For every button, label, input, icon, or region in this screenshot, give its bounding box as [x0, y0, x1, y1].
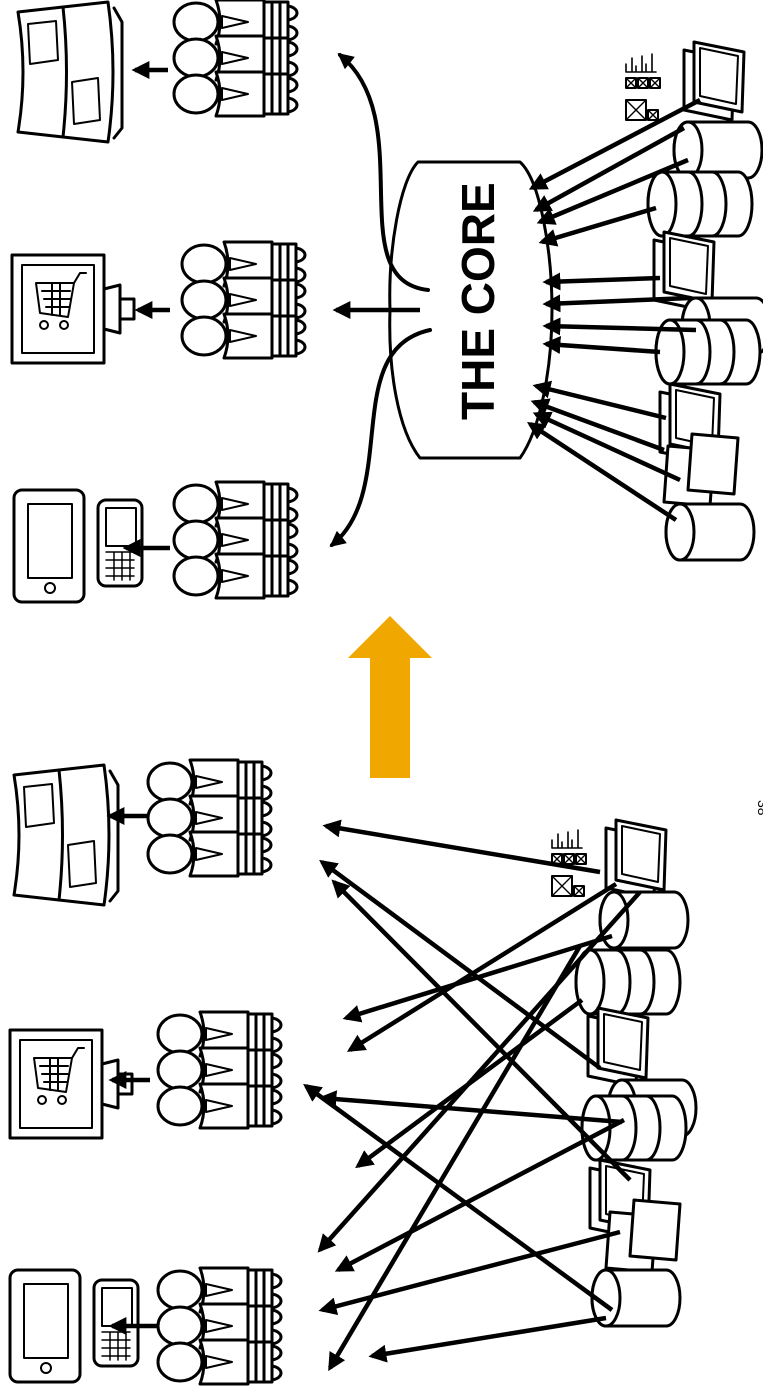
page-number: 38 — [755, 800, 763, 816]
catalog-icon — [12, 763, 120, 907]
system-to-core-arrow — [542, 336, 661, 355]
customer-group-icon — [182, 242, 305, 358]
point-to-point-architecture — [8, 760, 698, 1384]
point-to-point-arrow — [328, 944, 582, 1372]
customer-group-icon — [158, 1012, 281, 1128]
point-to-point-arrow — [317, 890, 642, 1253]
point-to-point-arrow — [346, 882, 618, 1052]
core-to-people-arrow — [337, 52, 430, 292]
point-to-point-arrow — [342, 933, 613, 1023]
point-to-point-arrow — [334, 1118, 626, 1272]
catalog-icon — [16, 0, 124, 144]
customer-group-icon — [158, 1268, 281, 1384]
point-to-point-arrow — [319, 859, 602, 1070]
system-to-core-arrow — [538, 205, 657, 247]
system-to-core-arrow — [532, 126, 686, 212]
system-to-core-arrow — [532, 380, 667, 421]
system-to-core-arrow — [542, 317, 697, 336]
point-to-point-arrow — [368, 1315, 607, 1363]
transition-arrow — [348, 616, 432, 778]
shopping-cart-monitor-icon — [8, 1028, 134, 1140]
system-to-core-arrow — [528, 98, 702, 190]
system-to-core-arrow — [532, 411, 681, 483]
point-to-point-arrow — [331, 879, 632, 1182]
customer-group-icon — [148, 760, 271, 876]
point-to-point-arrow — [318, 1090, 623, 1125]
system-to-core-arrow — [536, 157, 689, 225]
customer-group-icon — [174, 0, 297, 116]
database-icon — [672, 120, 763, 180]
stacked-database-icon — [646, 170, 754, 238]
system-to-core-arrow — [530, 398, 665, 453]
database-icon — [664, 502, 756, 562]
system-to-core-arrow — [526, 422, 678, 522]
system-to-core-arrow — [542, 294, 691, 313]
system-to-core-arrow — [542, 272, 661, 291]
customer-group-icon — [174, 482, 297, 598]
computer-icon — [682, 40, 746, 122]
stacked-database-icon — [574, 948, 682, 1016]
point-to-point-arrow — [322, 819, 601, 875]
core-label: THE CORE — [452, 182, 504, 420]
mobile-devices-icon — [12, 488, 144, 604]
core-architecture: THE CORE — [10, 0, 763, 604]
computer-report-icon — [625, 53, 661, 121]
shopping-cart-monitor-icon — [10, 253, 136, 365]
point-to-point-arrow — [318, 1229, 621, 1316]
computer-icon — [586, 1006, 650, 1088]
core-to-people-arrow — [329, 328, 432, 548]
point-to-point-arrow — [303, 1083, 614, 1312]
